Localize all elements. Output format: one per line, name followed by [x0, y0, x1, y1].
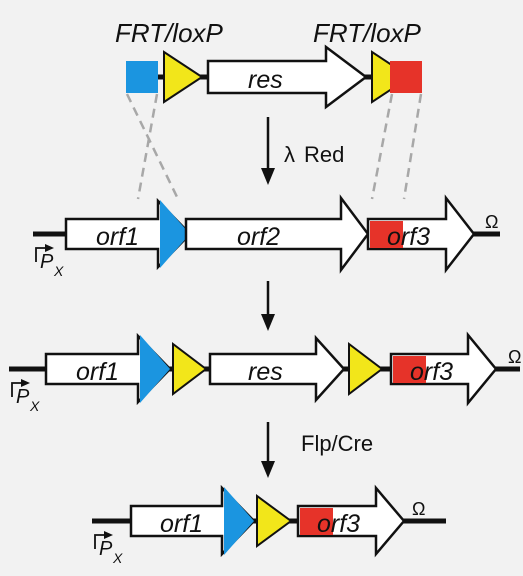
res-label: res [248, 66, 283, 94]
promoter-label: P [99, 538, 113, 560]
site-triangle-left [163, 50, 204, 104]
orf1-label: orf1 [160, 510, 203, 538]
homology-lines [125, 93, 423, 200]
excision-row: P X orf1 orf3 Ω [92, 484, 446, 566]
homology-line [370, 93, 394, 200]
orf2-label: orf2 [237, 223, 280, 251]
orf3-arrow [389, 331, 498, 407]
orf3-arrow [366, 194, 476, 274]
homology-line [125, 93, 180, 200]
terminator-omega-icon: Ω [508, 347, 521, 367]
orf1-label: orf1 [96, 223, 139, 251]
flp-cre-step: Flp/Cre [261, 422, 373, 478]
orf1-label: orf1 [76, 358, 119, 386]
down-arrow-head-icon [261, 314, 275, 331]
promoter-arrow-icon [94, 531, 113, 549]
promoter-arrow-icon [35, 244, 54, 262]
orf1-blue-tip [224, 487, 254, 555]
res-gene-arrow [208, 334, 346, 404]
orf1-blue-tip [160, 200, 190, 268]
promoter-label: P [16, 386, 30, 408]
lambda-red-step: λ Red [261, 117, 344, 185]
orf2-arrow [184, 194, 370, 274]
site-triangle [172, 341, 208, 397]
site-triangle [348, 341, 384, 397]
res-gene-arrow [206, 44, 369, 110]
terminator-omega-icon: Ω [485, 212, 498, 232]
homology-line [402, 93, 423, 200]
site-label-left: FRT/loxP [115, 18, 224, 48]
orf3-red-segment [393, 356, 426, 383]
orf3-label: orf3 [410, 358, 453, 386]
insertion-row: P X orf1 res orf3 Ω [9, 331, 521, 414]
orf3-label: orf3 [387, 223, 430, 251]
blue-homology-block [126, 61, 158, 93]
lambda-red-label: Red [304, 142, 344, 167]
wildtype-row: P X orf1 orf2 orf3 Ω [33, 194, 500, 279]
orf1-blue-tip [140, 335, 170, 403]
promoter-label: P [40, 251, 54, 273]
terminator-omega-icon: Ω [412, 499, 425, 519]
res-label: res [248, 358, 283, 386]
promoter-arrow-icon [11, 379, 30, 397]
homology-line [136, 93, 159, 200]
down-arrow-head-icon [261, 461, 275, 478]
orf3-label: orf3 [317, 510, 360, 538]
orf3-arrow [296, 484, 406, 558]
promoter-subscript: X [112, 550, 123, 566]
promoter-subscript: X [29, 398, 40, 414]
site-label-right: FRT/loxP [313, 18, 422, 48]
orf3-red-segment [370, 221, 403, 248]
lambda-symbol: λ [284, 142, 295, 167]
orf3-red-segment [300, 508, 333, 535]
flp-cre-label: Flp/Cre [301, 431, 373, 456]
promoter-subscript: X [53, 263, 64, 279]
red-homology-block [390, 61, 422, 93]
site-triangle [256, 494, 293, 548]
down-arrow-head-icon [261, 168, 275, 185]
cassette-row: FRT/loxP FRT/loxP res [115, 18, 422, 110]
